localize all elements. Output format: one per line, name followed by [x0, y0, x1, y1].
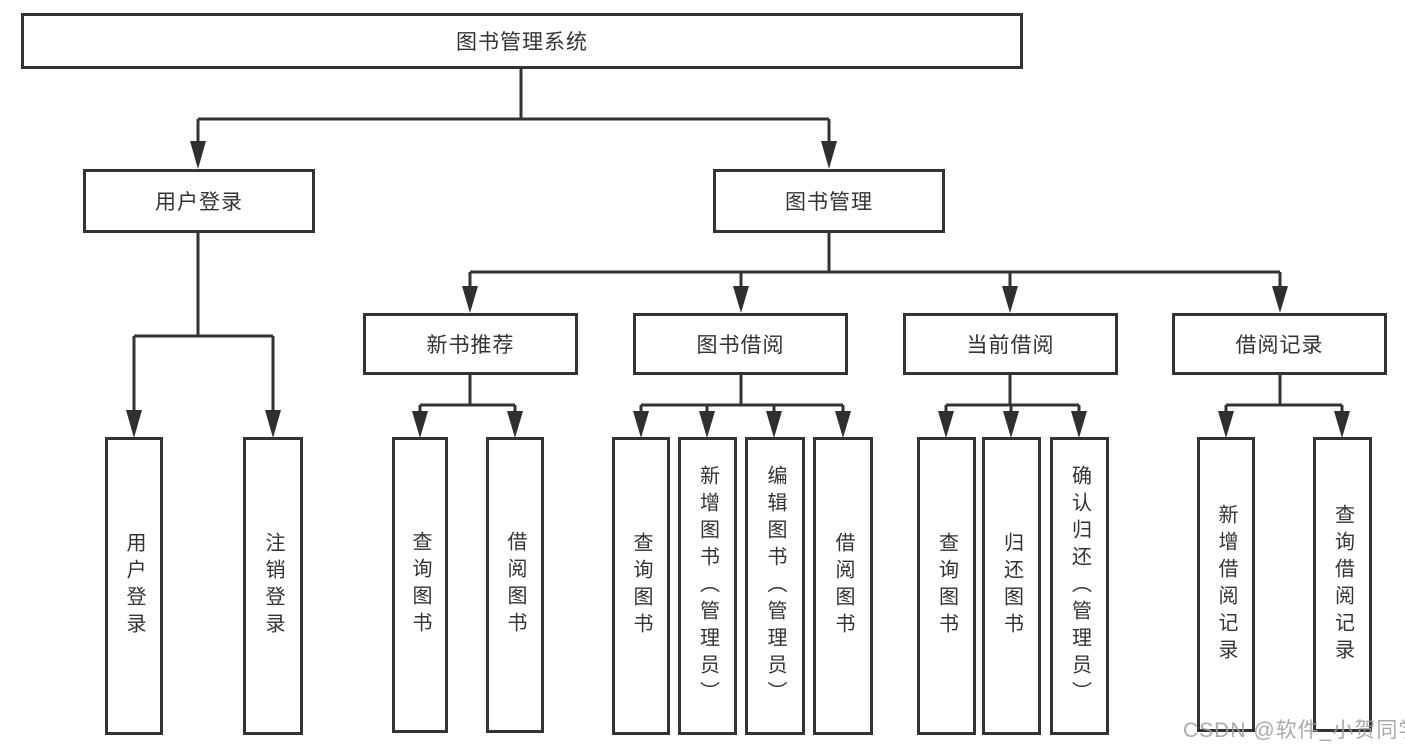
leaf-query-borrow-record: 查询借阅记录 [1313, 437, 1372, 732]
node-user-login: 用户登录 [83, 169, 315, 233]
leaf-logout: 注销登录 [243, 437, 303, 735]
leaf-borrow-book: 借阅图书 [813, 437, 873, 735]
leaf-add-book-admin-label: 新增图书（管理员） [696, 464, 719, 708]
node-book-borrow: 图书借阅 [633, 313, 848, 375]
leaf-recommend-borrow-book-label: 借阅图书 [504, 531, 526, 639]
leaf-borrow-query-book: 查询图书 [612, 437, 670, 735]
node-current-borrow-label: 当前借阅 [966, 334, 1055, 357]
node-borrow-records-label: 借阅记录 [1235, 334, 1324, 357]
leaf-return-book-label: 归还图书 [1000, 532, 1023, 640]
leaf-add-borrow-record-label: 新增借阅记录 [1215, 503, 1237, 666]
node-new-book-recommend-label: 新书推荐 [426, 334, 515, 357]
leaf-current-query-book: 查询图书 [917, 437, 976, 735]
leaf-edit-book-admin: 编辑图书（管理员） [745, 437, 805, 735]
node-root-label: 图书管理系统 [456, 31, 588, 54]
leaf-recommend-query-book-label: 查询图书 [409, 531, 431, 639]
leaf-user-login-label: 用户登录 [123, 532, 145, 640]
leaf-add-borrow-record: 新增借阅记录 [1197, 437, 1255, 732]
node-root-system: 图书管理系统 [21, 13, 1023, 69]
leaf-current-query-book-label: 查询图书 [935, 532, 958, 640]
leaf-borrow-query-book-label: 查询图书 [630, 532, 652, 640]
leaf-user-login: 用户登录 [105, 437, 163, 735]
leaf-add-book-admin: 新增图书（管理员） [678, 437, 737, 735]
node-book-borrow-label: 图书借阅 [696, 334, 785, 357]
csdn-watermark: CSDN @软件_小贺同学 [1183, 719, 1405, 742]
leaf-logout-label: 注销登录 [262, 532, 284, 640]
leaf-recommend-query-book: 查询图书 [392, 437, 448, 733]
node-new-book-recommend: 新书推荐 [363, 313, 578, 375]
node-book-management-label: 图书管理 [785, 191, 873, 214]
leaf-return-book: 归还图书 [982, 437, 1041, 735]
leaf-confirm-return-admin: 确认归还（管理员） [1050, 437, 1109, 735]
leaf-query-borrow-record-label: 查询借阅记录 [1331, 503, 1354, 666]
leaf-edit-book-admin-label: 编辑图书（管理员） [764, 464, 786, 708]
leaf-confirm-return-admin-label: 确认归还（管理员） [1068, 464, 1091, 708]
node-current-borrow: 当前借阅 [903, 313, 1118, 375]
node-user-login-label: 用户登录 [155, 191, 243, 214]
leaf-recommend-borrow-book: 借阅图书 [486, 437, 544, 733]
leaf-borrow-book-label: 借阅图书 [832, 532, 854, 640]
node-book-management: 图书管理 [713, 169, 945, 233]
node-borrow-records: 借阅记录 [1172, 313, 1387, 375]
